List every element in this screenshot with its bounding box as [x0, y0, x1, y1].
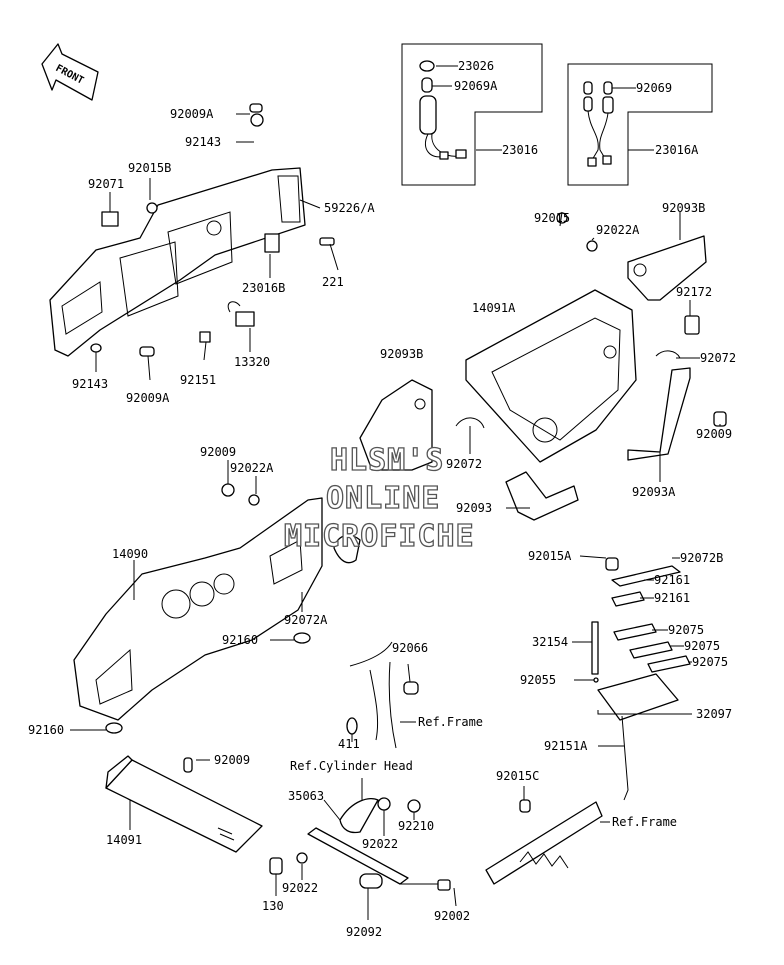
label-92093: 92093	[456, 501, 492, 515]
label-92093B-mid: 92093B	[380, 347, 423, 361]
label-35063: 35063	[288, 789, 324, 803]
label-92009A-bottom: 92009A	[126, 391, 170, 405]
label-92002: 92002	[434, 909, 470, 923]
label-92009A-top: 92009A	[170, 107, 214, 121]
label-92072A: 92072A	[284, 613, 328, 627]
label-14090: 14090	[112, 547, 148, 561]
label-92161-b: 92161	[654, 591, 690, 605]
frame-detail-92066	[346, 641, 419, 749]
front-direction-arrow: FRONT	[41, 43, 99, 101]
label-92072-right: 92072	[700, 351, 736, 365]
watermark-line-1: HLSM'S	[330, 443, 444, 478]
label-92055: 92055	[520, 673, 556, 687]
label-ref-frame-1: Ref.Frame	[418, 715, 483, 729]
label-92093B-right: 92093B	[662, 201, 705, 215]
label-92075-b: 92075	[684, 639, 720, 653]
label-411: 411	[338, 737, 360, 751]
label-92009-bottom: 92009	[214, 753, 250, 767]
label-92151A: 92151A	[544, 739, 588, 753]
label-92066: 92066	[392, 641, 428, 655]
label-92172: 92172	[676, 285, 712, 299]
part-labels: 23026 92069A 23016 92069 23016A 92009A 9…	[28, 59, 736, 939]
label-92022A-right: 92022A	[596, 223, 640, 237]
label-92151: 92151	[180, 373, 216, 387]
label-92210: 92210	[398, 819, 434, 833]
label-92092: 92092	[346, 925, 382, 939]
label-92072-mid: 92072	[446, 457, 482, 471]
label-59226A: 59226/A	[324, 201, 375, 215]
label-92009-right: 92009	[696, 427, 732, 441]
label-92069: 92069	[636, 81, 672, 95]
skid-plate-14091	[105, 755, 263, 853]
label-92022A-left: 92022A	[230, 461, 274, 475]
harness-23016-inset	[401, 43, 543, 186]
label-92143-bottom: 92143	[72, 377, 108, 391]
label-92069A: 92069A	[454, 79, 498, 93]
lower-linkage-assembly	[269, 797, 603, 891]
label-92015C: 92015C	[496, 769, 539, 783]
label-130: 130	[262, 899, 284, 913]
label-92009-left: 92009	[200, 445, 236, 459]
label-92072B: 92072B	[680, 551, 723, 565]
label-23016B: 23016B	[242, 281, 285, 295]
harness-23016A-inset	[567, 63, 713, 186]
label-23016: 23016	[502, 143, 538, 157]
label-92015: 92015	[534, 211, 570, 225]
label-14091A: 14091A	[472, 301, 516, 315]
label-92143-top: 92143	[185, 135, 221, 149]
panel-14090	[73, 483, 361, 734]
dash-panel-assembly	[49, 103, 335, 357]
label-23016A: 23016A	[655, 143, 699, 157]
watermark: HLSM'S ONLINE MICROFICHE	[283, 442, 475, 554]
label-ref-cylinder-head: Ref.Cylinder Head	[290, 759, 413, 773]
label-32097: 32097	[696, 707, 732, 721]
label-92075-a: 92075	[668, 623, 704, 637]
label-92022-b: 92022	[282, 881, 318, 895]
side-panel-14091A	[465, 212, 727, 463]
carrier-assembly-32097	[591, 557, 691, 801]
label-ref-frame-2: Ref.Frame	[612, 815, 677, 829]
label-92160-left: 92160	[28, 723, 64, 737]
label-14091: 14091	[106, 833, 142, 847]
label-23026: 23026	[458, 59, 494, 73]
watermark-line-2: ONLINE	[326, 481, 440, 516]
label-13320: 13320	[234, 355, 270, 369]
label-92015B: 92015B	[128, 161, 171, 175]
label-32154: 32154	[532, 635, 568, 649]
label-92071: 92071	[88, 177, 124, 191]
leader-lines	[70, 65, 721, 920]
label-92022-a: 92022	[362, 837, 398, 851]
label-221: 221	[322, 275, 344, 289]
bracket-92093	[505, 471, 579, 521]
watermark-line-3: MICROFICHE	[284, 519, 475, 554]
label-92161-a: 92161	[654, 573, 690, 587]
label-92160-mid: 92160	[222, 633, 258, 647]
label-92093A: 92093A	[632, 485, 676, 499]
label-92015A: 92015A	[528, 549, 572, 563]
label-92075-c: 92075	[692, 655, 728, 669]
